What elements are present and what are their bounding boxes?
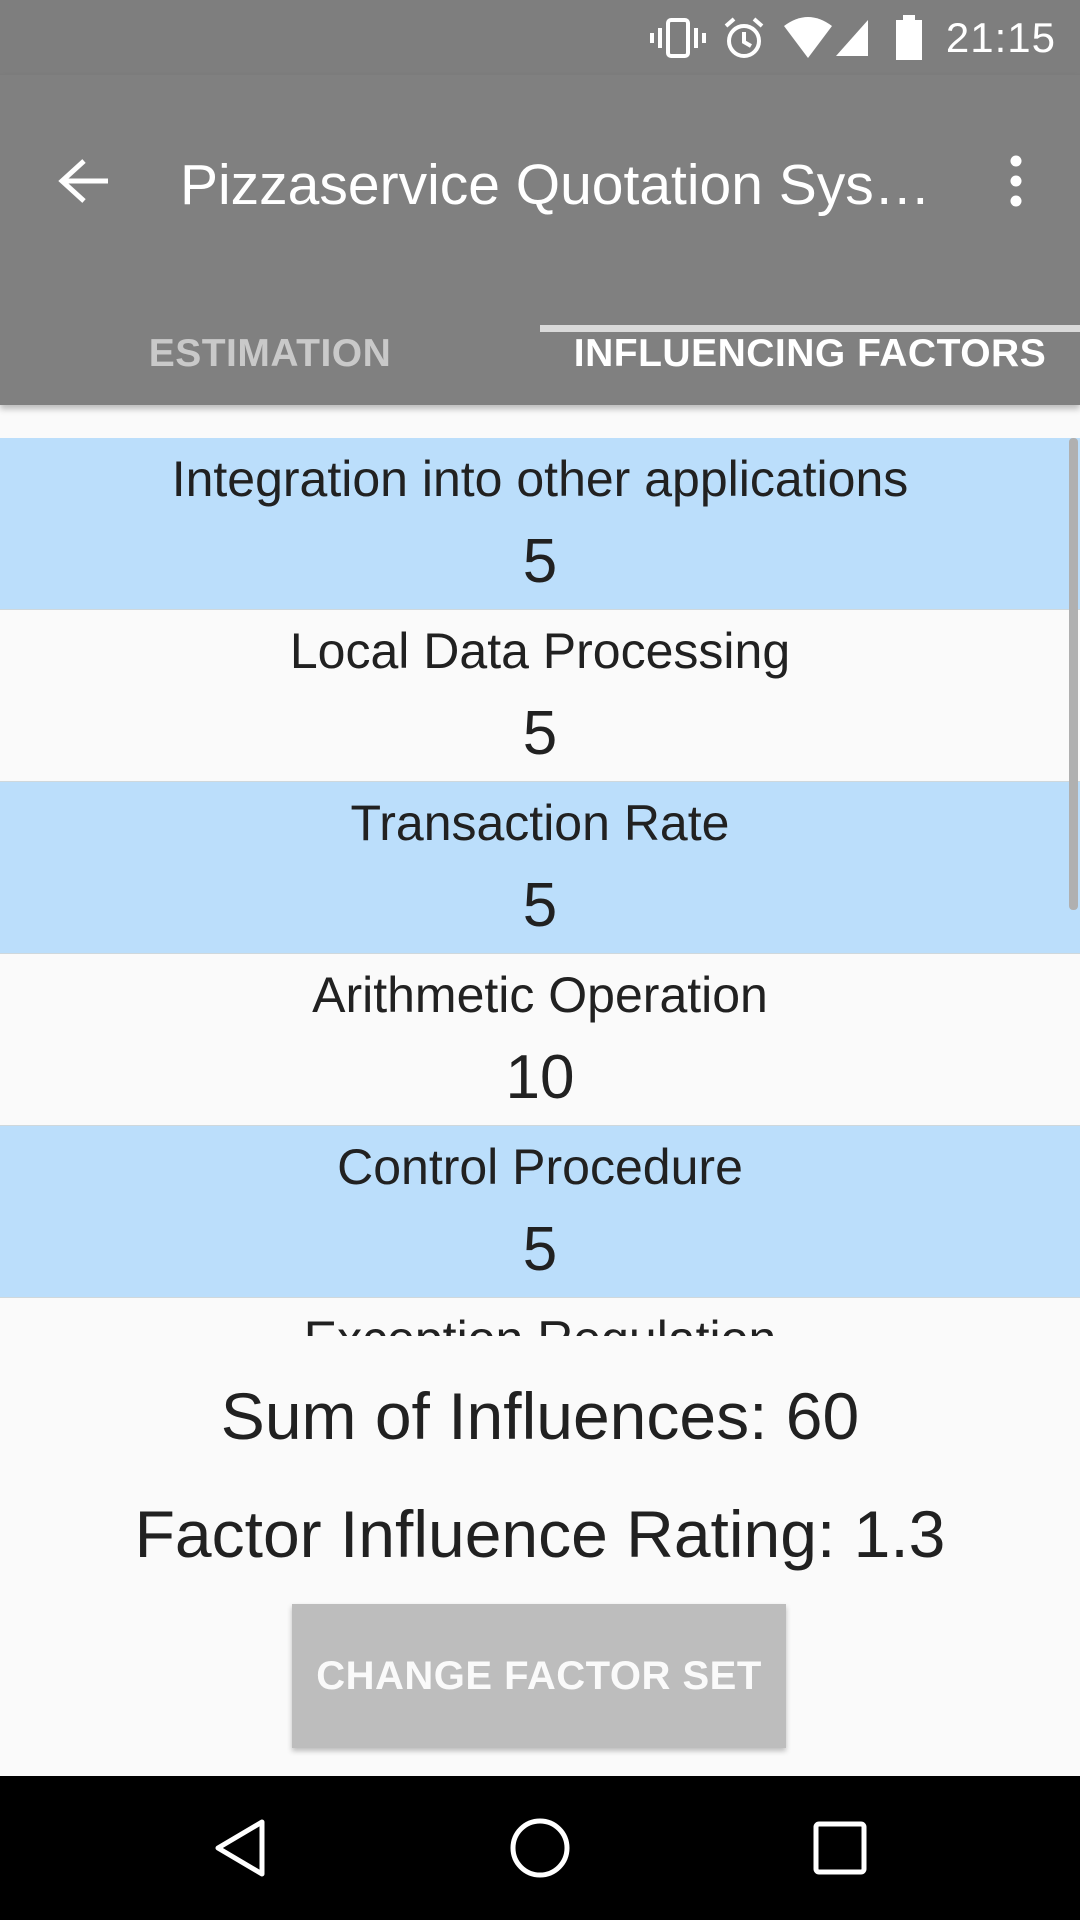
page-title: Pizzaservice Quotation Sys… [180,153,931,217]
arrow-back-icon [58,159,108,203]
overflow-menu-button[interactable] [976,141,1056,221]
factor-row[interactable]: Control Procedure 5 [0,1126,1080,1298]
more-vert-icon [1010,155,1022,207]
wifi-icon [783,16,832,58]
signal-icon [835,19,868,56]
factor-row[interactable]: Arithmetic Operation 10 [0,954,1080,1126]
triangle-back-icon [215,1819,265,1877]
tab-influencing-factors[interactable]: INFLUENCING FACTORS [573,332,1047,375]
status-bar: 21:15 [0,0,1080,75]
active-tab-indicator [540,325,1080,332]
square-recents-icon [813,1821,867,1875]
battery-icon [895,14,922,60]
factor-value: 10 [505,1043,575,1112]
tab-estimation[interactable]: ESTIMATION [148,332,392,375]
factor-row[interactable]: Exception Regulation [0,1298,1080,1336]
factor-label: Local Data Processing [289,623,791,679]
nav-recents-button[interactable] [790,1798,890,1898]
factor-label: Arithmetic Operation [312,967,768,1023]
factor-value: 5 [522,527,558,596]
sum-of-influences: Sum of Influences: 60 [220,1379,860,1453]
factor-row[interactable]: Transaction Rate 5 [0,782,1080,954]
list-scrollbar[interactable] [1069,438,1078,910]
app-bar: Pizzaservice Quotation Sys… ESTIMATION I… [0,75,1080,405]
change-factor-set-button[interactable]: CHANGE FACTOR SET [292,1604,786,1748]
status-icons: 21:15 [649,0,1056,75]
factor-value: 5 [522,1215,558,1284]
factor-row[interactable]: Local Data Processing 5 [0,610,1080,782]
factor-label: Control Procedure [337,1139,743,1195]
vibrate-icon [649,17,706,58]
factor-value: 5 [522,871,558,940]
status-time: 21:15 [945,13,1056,61]
tab-bar: ESTIMATION INFLUENCING FACTORS [0,303,1080,405]
factor-value: 5 [522,699,558,768]
factor-label: Transaction Rate [350,795,730,851]
circle-home-icon [510,1818,570,1878]
nav-back-button[interactable] [190,1798,290,1898]
system-nav-bar [0,1776,1080,1920]
alarm-icon [724,16,764,58]
factor-list[interactable]: Integration into other applications 5 Lo… [0,438,1080,1336]
factor-label: Integration into other applications [171,451,909,507]
factor-influence-rating: Factor Influence Rating: 1.3 [134,1497,946,1571]
factor-label: Exception Regulation [0,1310,1080,1336]
nav-home-button[interactable] [490,1798,590,1898]
back-button[interactable] [44,141,124,221]
factor-row[interactable]: Integration into other applications 5 [0,438,1080,610]
